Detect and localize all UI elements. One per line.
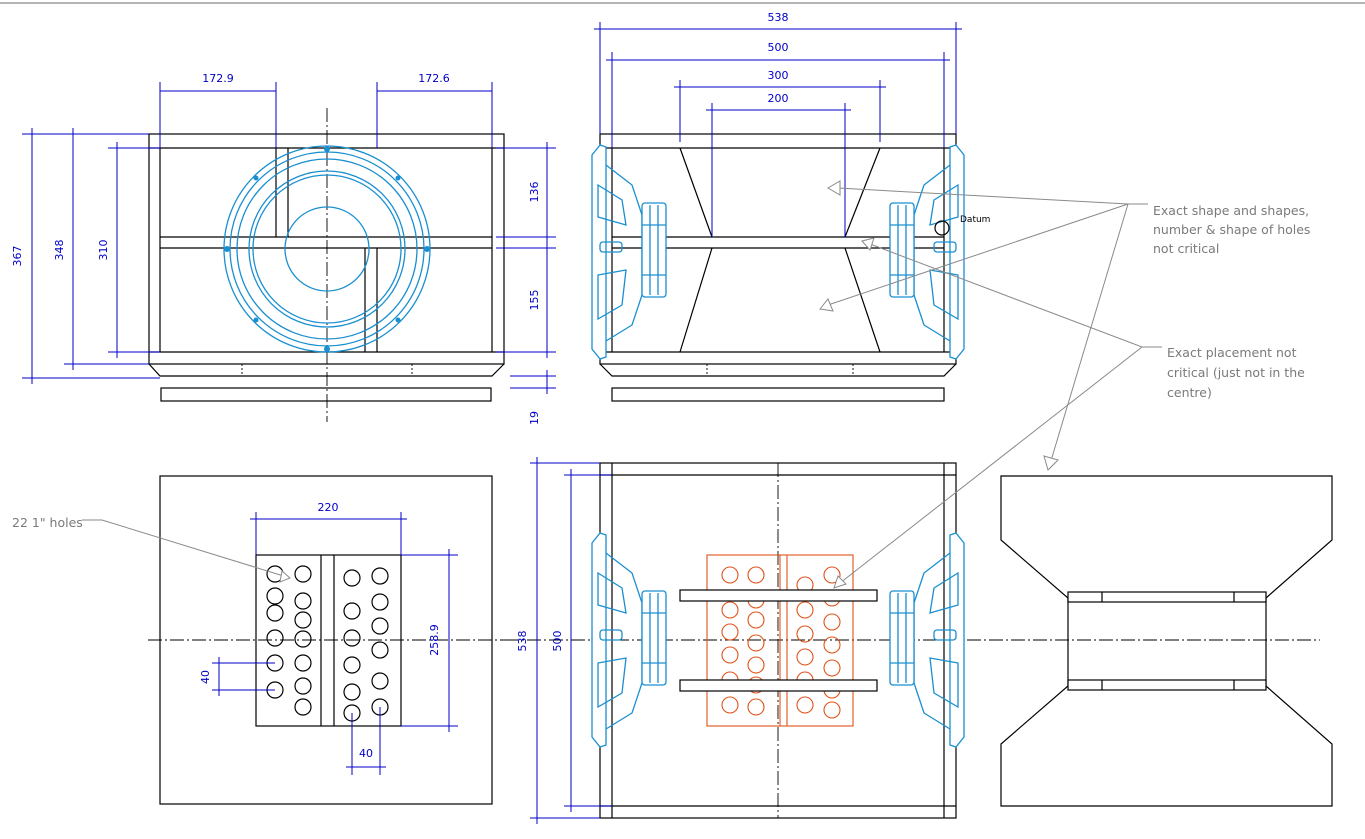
dim-top-258.9: 258.9	[428, 624, 441, 656]
note-shape: Exact shape and shapes, number & shape o…	[819, 180, 1310, 471]
top-view: 22 1" holes 220 258.9 40 40	[12, 475, 505, 805]
note-placement-line-3: centre)	[1167, 385, 1212, 400]
front-dimensions: 172.9 172.6 367 348 310 136 155	[11, 72, 556, 425]
hole-8	[371, 641, 389, 659]
dim-front-right-172.6: 172.6	[418, 72, 450, 85]
hole-9	[343, 683, 361, 701]
hole-4	[294, 592, 312, 610]
hole-6	[747, 611, 765, 629]
hole-10	[371, 672, 389, 690]
dim-side-500: 500	[768, 41, 789, 54]
holes-right	[343, 567, 389, 722]
datum-label: Datum	[960, 215, 990, 225]
hole-7	[721, 646, 739, 664]
note-shape-line-1: Exact shape and shapes,	[1153, 203, 1309, 218]
dim-side-200: 200	[768, 92, 789, 105]
dim-front-310: 310	[97, 240, 110, 261]
hole-3	[266, 587, 284, 605]
hole-5	[266, 604, 284, 622]
hole-3	[721, 601, 739, 619]
dim-front-367: 367	[11, 246, 24, 267]
hole-26	[823, 701, 841, 719]
hole-4	[371, 593, 389, 611]
hole-8	[294, 630, 312, 648]
holes-label: 22 1" holes	[12, 515, 83, 530]
hole-15	[823, 566, 841, 584]
dim-front-136: 136	[528, 182, 541, 203]
plan-dimensions: 538 500	[516, 457, 612, 824]
note-placement-line-2: critical (just not in the	[1167, 365, 1305, 380]
dim-side-300: 300	[768, 69, 789, 82]
hole-2	[747, 566, 765, 584]
section-view	[1000, 475, 1333, 807]
note-shape-line-2: number & shape of holes	[1153, 222, 1310, 237]
hole-10	[294, 654, 312, 672]
front-view: 172.9 172.6 367 348 310 136 155	[11, 72, 556, 425]
dim-side-538: 538	[768, 11, 789, 24]
hole-21	[823, 636, 841, 654]
hole-2	[371, 567, 389, 585]
hole-1	[343, 569, 361, 587]
hole-16	[796, 601, 814, 619]
dim-top-220: 220	[318, 501, 339, 514]
hole-3	[343, 602, 361, 620]
hole-6	[294, 611, 312, 629]
hole-8	[747, 634, 765, 652]
hole-13	[294, 698, 312, 716]
holes-left	[266, 565, 312, 716]
hole-5	[343, 629, 361, 647]
hole-20	[796, 648, 814, 666]
hole-13	[747, 698, 765, 716]
hole-11	[721, 696, 739, 714]
note-placement-line-1: Exact placement not	[1167, 345, 1297, 360]
dim-plan-500: 500	[551, 631, 564, 652]
plan-view: 538 500	[505, 457, 1320, 824]
note-placement: Exact placement not critical (just not i…	[833, 237, 1305, 589]
hole-2	[294, 565, 312, 583]
dim-front-19: 19	[528, 411, 541, 425]
hole-7	[266, 629, 284, 647]
dim-plan-538: 538	[516, 631, 529, 652]
dim-top-40-vertical: 40	[199, 670, 212, 684]
hole-19	[823, 613, 841, 631]
hole-24	[796, 696, 814, 714]
hole-18	[796, 625, 814, 643]
hole-6	[371, 617, 389, 635]
dim-front-155: 155	[528, 290, 541, 311]
dim-front-348: 348	[53, 240, 66, 261]
note-shape-line-3: not critical	[1153, 241, 1219, 256]
hole-12	[294, 677, 312, 695]
hole-7	[343, 656, 361, 674]
top-dimensions: 220 258.9 40 40	[199, 501, 458, 775]
hole-5	[721, 623, 739, 641]
dim-front-left-172.9: 172.9	[202, 72, 234, 85]
hole-10	[747, 656, 765, 674]
hole-1	[721, 566, 739, 584]
side-view: Datum 538 500 300 200	[591, 11, 990, 402]
dim-top-40-horizontal: 40	[359, 747, 373, 760]
woofer-front	[223, 145, 431, 353]
hole-23	[823, 659, 841, 677]
side-dimensions: 538 500 300 200	[594, 11, 962, 237]
